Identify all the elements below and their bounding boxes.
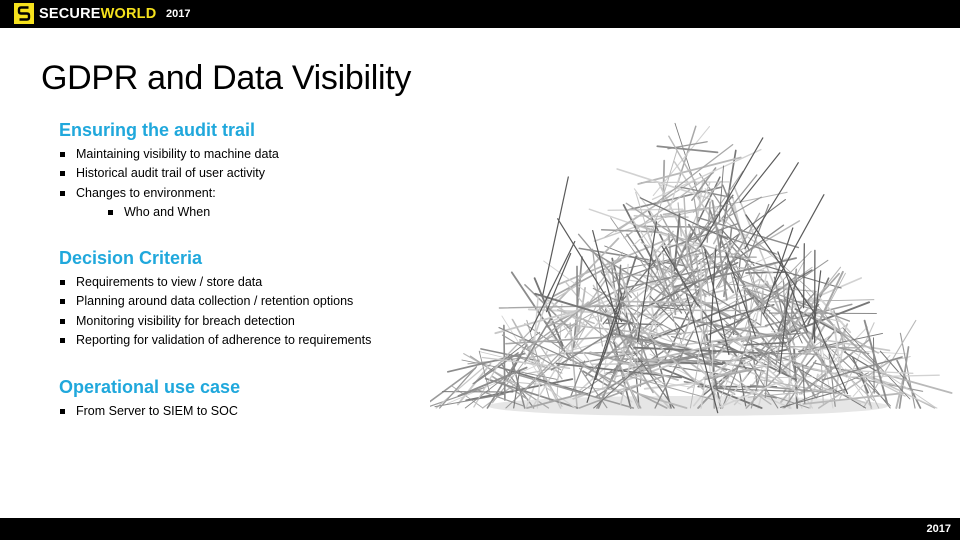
section-heading: Decision Criteria [59,248,203,269]
bullet-item: From Server to SIEM to SOC [59,402,439,421]
bullet-item: Changes to environment: [59,184,439,203]
bullet-item: Planning around data collection / retent… [59,292,439,311]
bullet-item: Maintaining visibility to machine data [59,145,439,164]
top-bar: SECUREWORLD 2017 [0,0,960,28]
bullet-item: Monitoring visibility for breach detecti… [59,312,439,331]
sub-bullet-item: Who and When [107,203,439,222]
slide-content: Ensuring the audit trail Maintaining vis… [59,118,439,422]
brand-name: SECUREWORLD [39,3,156,25]
section-heading: Ensuring the audit trail [59,120,256,140]
needle-haystack-image [430,122,953,416]
brand-part-secure: SECURE [39,6,101,22]
bullet-item: Requirements to view / store data [59,273,439,292]
slide-title: GDPR and Data Visibility [41,59,412,97]
section-heading: Operational use case [59,377,241,398]
header-year: 2017 [166,8,191,20]
bullet-item: Reporting for validation of adherence to… [59,331,439,350]
bottom-bar: 2017 [0,518,960,540]
bullet-item: Historical audit trail of user activity [59,164,439,183]
footer-year: 2017 [926,523,951,535]
brand-part-world: WORLD [100,6,157,22]
secureworld-s-logo-icon [14,3,34,24]
